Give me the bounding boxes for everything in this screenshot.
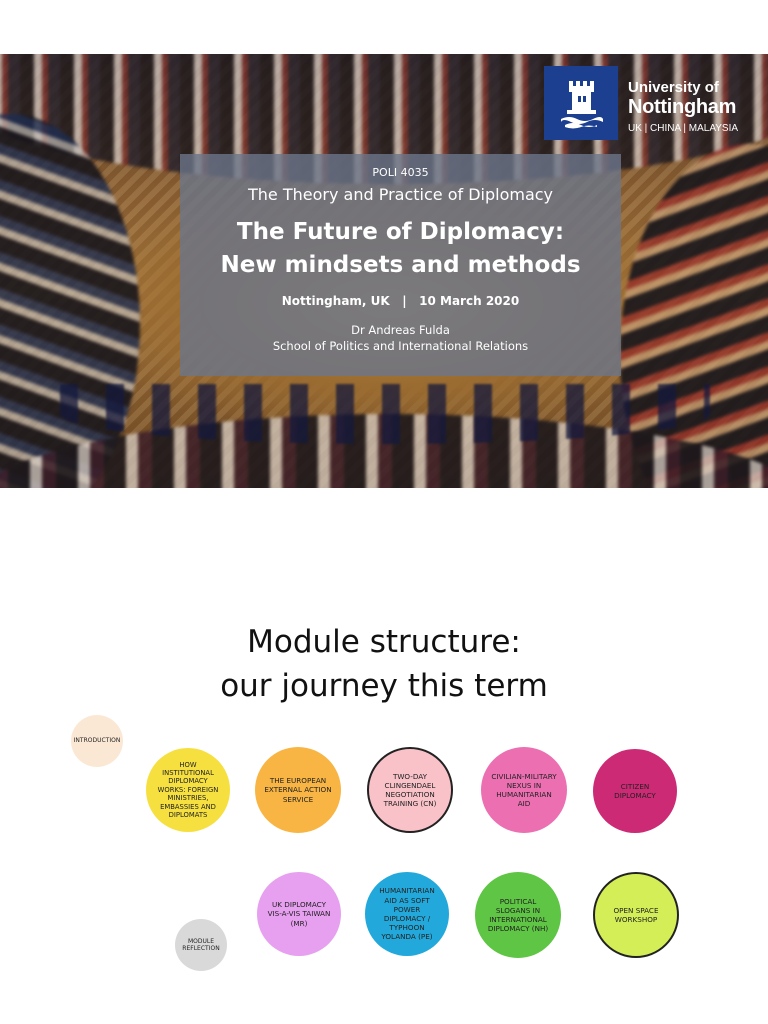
circle-module-reflection-label: Module reflection [182,937,220,953]
circle-open-space-workshop: Open space workshop [593,872,679,958]
title-box: POLI 4035 The Theory and Practice of Dip… [180,154,621,376]
circle-political-slogans: Political slogans in international diplo… [475,872,561,958]
circle-institutional-diplomacy: How institutional diplomacy works: forei… [146,748,230,832]
circle-political-slogans-label: Political slogans in international diplo… [487,896,549,934]
main-title: The Future of Diplomacy: New mindsets an… [180,216,621,282]
circle-eeas: The European External Action Service [255,747,341,833]
logo-campuses: UK | CHINA | MALAYSIA [628,123,739,134]
chairs-background [60,384,710,444]
module-structure-title: Module structure: our journey this term [0,620,768,708]
course-title: The Theory and Practice of Diplomacy [247,185,554,204]
module-code: POLI 4035 [372,166,429,179]
logo-university-of: University of [628,79,719,96]
circle-institutional-diplomacy-label: How institutional diplomacy works: forei… [157,760,219,820]
logo-nottingham: Nottingham [628,96,737,118]
department-name: School of Politics and International Rel… [272,339,529,353]
place-date: Nottingham, UK | 10 March 2020 [281,294,520,308]
audience-left-background [0,114,140,488]
module-structure-title-line-2: our journey this term [220,668,548,704]
main-title-line-1: The Future of Diplomacy: [236,219,565,245]
circle-negotiation-training: Two-day Clingendael negotiation training… [367,747,453,833]
main-title-line-2: New mindsets and methods [220,252,581,278]
circle-introduction: Introduction [71,715,123,767]
circle-citizen-diplomacy: Citizen diplomacy [593,749,677,833]
title-slide: University of Nottingham UK | CHINA | MA… [0,54,768,488]
module-structure-title-line-1: Module structure: [247,624,521,660]
circle-module-reflection: Module reflection [175,919,227,971]
circle-introduction-label: Introduction [73,737,121,745]
circle-uk-taiwan: UK diplomacy vis-a-vis Taiwan (MR) [257,872,341,956]
circle-citizen-diplomacy-label: Citizen diplomacy [614,781,656,800]
circle-uk-taiwan-label: UK diplomacy vis-a-vis Taiwan (MR) [267,900,331,928]
circle-humanitarian-aid: Humanitarian aid as soft power diplomacy… [365,872,449,956]
author-name: Dr Andreas Fulda [351,323,450,337]
circle-eeas-label: The European External Action Service [264,776,332,804]
circle-negotiation-training-label: Two-day Clingendael negotiation training… [383,771,437,809]
author-block: Dr Andreas Fulda School of Politics and … [180,322,621,354]
circle-open-space-workshop-label: Open space workshop [613,905,659,924]
university-logo-text: University of Nottingham UK | CHINA | MA… [628,80,738,136]
circle-civilian-military-label: Civilian-military nexus in humanitarian … [491,771,557,809]
circle-civilian-military: Civilian-military nexus in humanitarian … [481,747,567,833]
circle-humanitarian-aid-label: Humanitarian aid as soft power diplomacy… [379,886,435,942]
university-logo-mark [544,66,618,140]
castle-tower-icon [561,81,603,129]
